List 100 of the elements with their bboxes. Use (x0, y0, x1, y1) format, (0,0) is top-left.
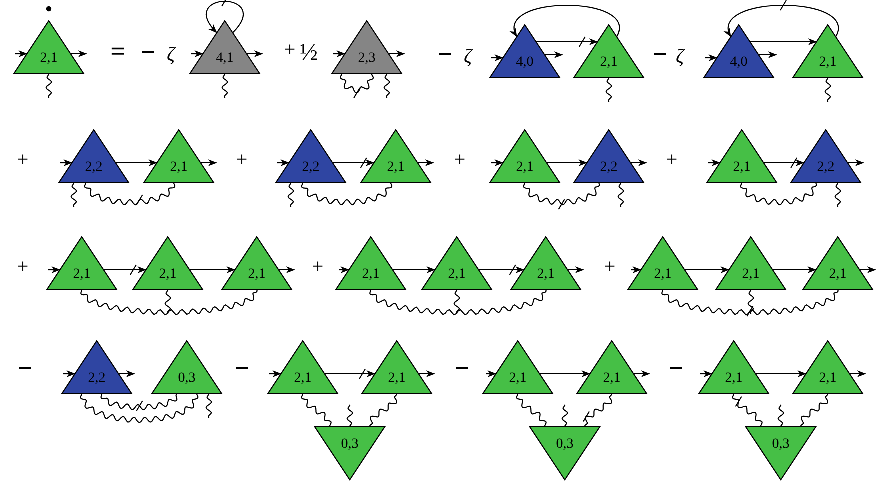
vertex-triangle (47, 237, 117, 290)
vertex-triangle (574, 25, 644, 78)
vertex-label: 2,1 (516, 160, 534, 176)
minus-sign: − (652, 42, 668, 68)
vertex-triangle (704, 25, 774, 78)
wavy-line (800, 394, 828, 428)
vertex-triangle (628, 237, 698, 290)
vertex-label: 2,1 (40, 51, 58, 67)
arrow (48, 266, 61, 274)
wavy-line (80, 394, 199, 424)
arrow (333, 50, 346, 58)
vertex-triangle (716, 237, 786, 290)
vertex-label: 4,1 (216, 51, 234, 67)
plus-sign: + (17, 148, 29, 173)
wavy-line (606, 77, 612, 103)
wavy-line (740, 182, 818, 206)
arrow (418, 160, 434, 166)
wavy-line (301, 394, 332, 428)
arrow (540, 370, 591, 378)
zeta-symbol: ζ (166, 43, 176, 68)
arrow (339, 266, 350, 274)
plus-sign: + (236, 148, 248, 173)
vertex-label: 2,1 (170, 160, 188, 176)
plus-sign: + (604, 255, 616, 280)
loop-arrow (725, 5, 839, 38)
vertex-label: 2,1 (362, 267, 380, 283)
arrow (191, 50, 204, 58)
plus-sign: + (284, 38, 296, 63)
vertex-triangle (62, 341, 132, 394)
minus-sign: − (140, 40, 156, 66)
arrow (568, 266, 584, 274)
arrow (486, 370, 497, 378)
vertex-label: 2,1 (537, 267, 555, 283)
wavy-line (454, 289, 460, 315)
wavy-line (618, 182, 624, 208)
loop-arrow (511, 5, 620, 38)
vertex-label: 0,3 (556, 437, 574, 453)
arrow (631, 266, 642, 274)
vertex-label: 2,1 (819, 371, 837, 387)
vertex-label: 2,1 (248, 267, 266, 283)
arrow (491, 54, 504, 62)
vertex-label: 2,2 (302, 160, 320, 176)
wavy-line (834, 182, 842, 208)
arrow (278, 266, 296, 274)
arrow (60, 160, 73, 166)
vertex-triangle (793, 341, 863, 394)
vertex-label: 2,1 (73, 267, 91, 283)
vertex-triangle (268, 341, 338, 394)
wavy-line (584, 394, 612, 428)
arrow (705, 54, 718, 62)
arrow (277, 160, 290, 166)
arrow (756, 370, 807, 378)
arrow (418, 370, 436, 378)
vertex-label: 4,0 (730, 55, 748, 71)
arrow (491, 160, 504, 166)
vertex-label: 2,2 (817, 160, 835, 176)
vertex-label: 2,2 (88, 371, 106, 387)
wavy-line (70, 182, 78, 208)
vertex-triangle (574, 130, 644, 183)
vertex-label: 2,1 (448, 267, 466, 283)
arrow (478, 266, 525, 274)
vertex-label: 2,1 (733, 160, 751, 176)
vertex-label: 2,1 (387, 160, 405, 176)
vertex-label: 0,3 (341, 437, 359, 453)
wavy-line (288, 182, 294, 208)
arrow (118, 370, 136, 378)
vertex-triangle (490, 130, 560, 183)
vertex-triangle (361, 130, 431, 183)
wavy-line (340, 74, 374, 94)
vertex-triangle (144, 130, 214, 183)
wavy-line (523, 182, 600, 206)
vertex-label: 0,3 (772, 437, 790, 453)
minus-sign: − (438, 42, 452, 68)
vertex-label: 2,1 (603, 371, 621, 387)
minus-sign: − (668, 356, 684, 382)
vertex-triangle (483, 341, 553, 394)
vertex-label: 2,1 (600, 55, 618, 71)
wavy-line (562, 404, 568, 428)
arrow (634, 370, 650, 378)
vertex-label: 2,1 (829, 267, 847, 283)
wavy-line (384, 73, 390, 99)
zeta-symbol: ζ (676, 45, 684, 70)
vertex-triangle (336, 237, 406, 290)
vertex-triangle (791, 130, 861, 183)
vertex-triangle (699, 341, 769, 394)
equals-sign: = (110, 39, 126, 65)
arrow (758, 52, 778, 58)
minus-sign: − (454, 356, 470, 382)
vertex-triangle (332, 21, 402, 74)
vertex-label: 2,1 (159, 267, 177, 283)
plus-sign: + (666, 148, 678, 173)
arrow (324, 370, 376, 378)
loop-arrow (206, 1, 244, 34)
arrow (536, 38, 598, 46)
vertex-label: 2,2 (600, 160, 618, 176)
vertex-label: 2,2 (85, 160, 103, 176)
vertex-triangle (133, 237, 203, 290)
vertex-label: 2,1 (294, 371, 312, 387)
arrow (700, 370, 713, 378)
inverted-vertex-triangle (315, 427, 385, 480)
